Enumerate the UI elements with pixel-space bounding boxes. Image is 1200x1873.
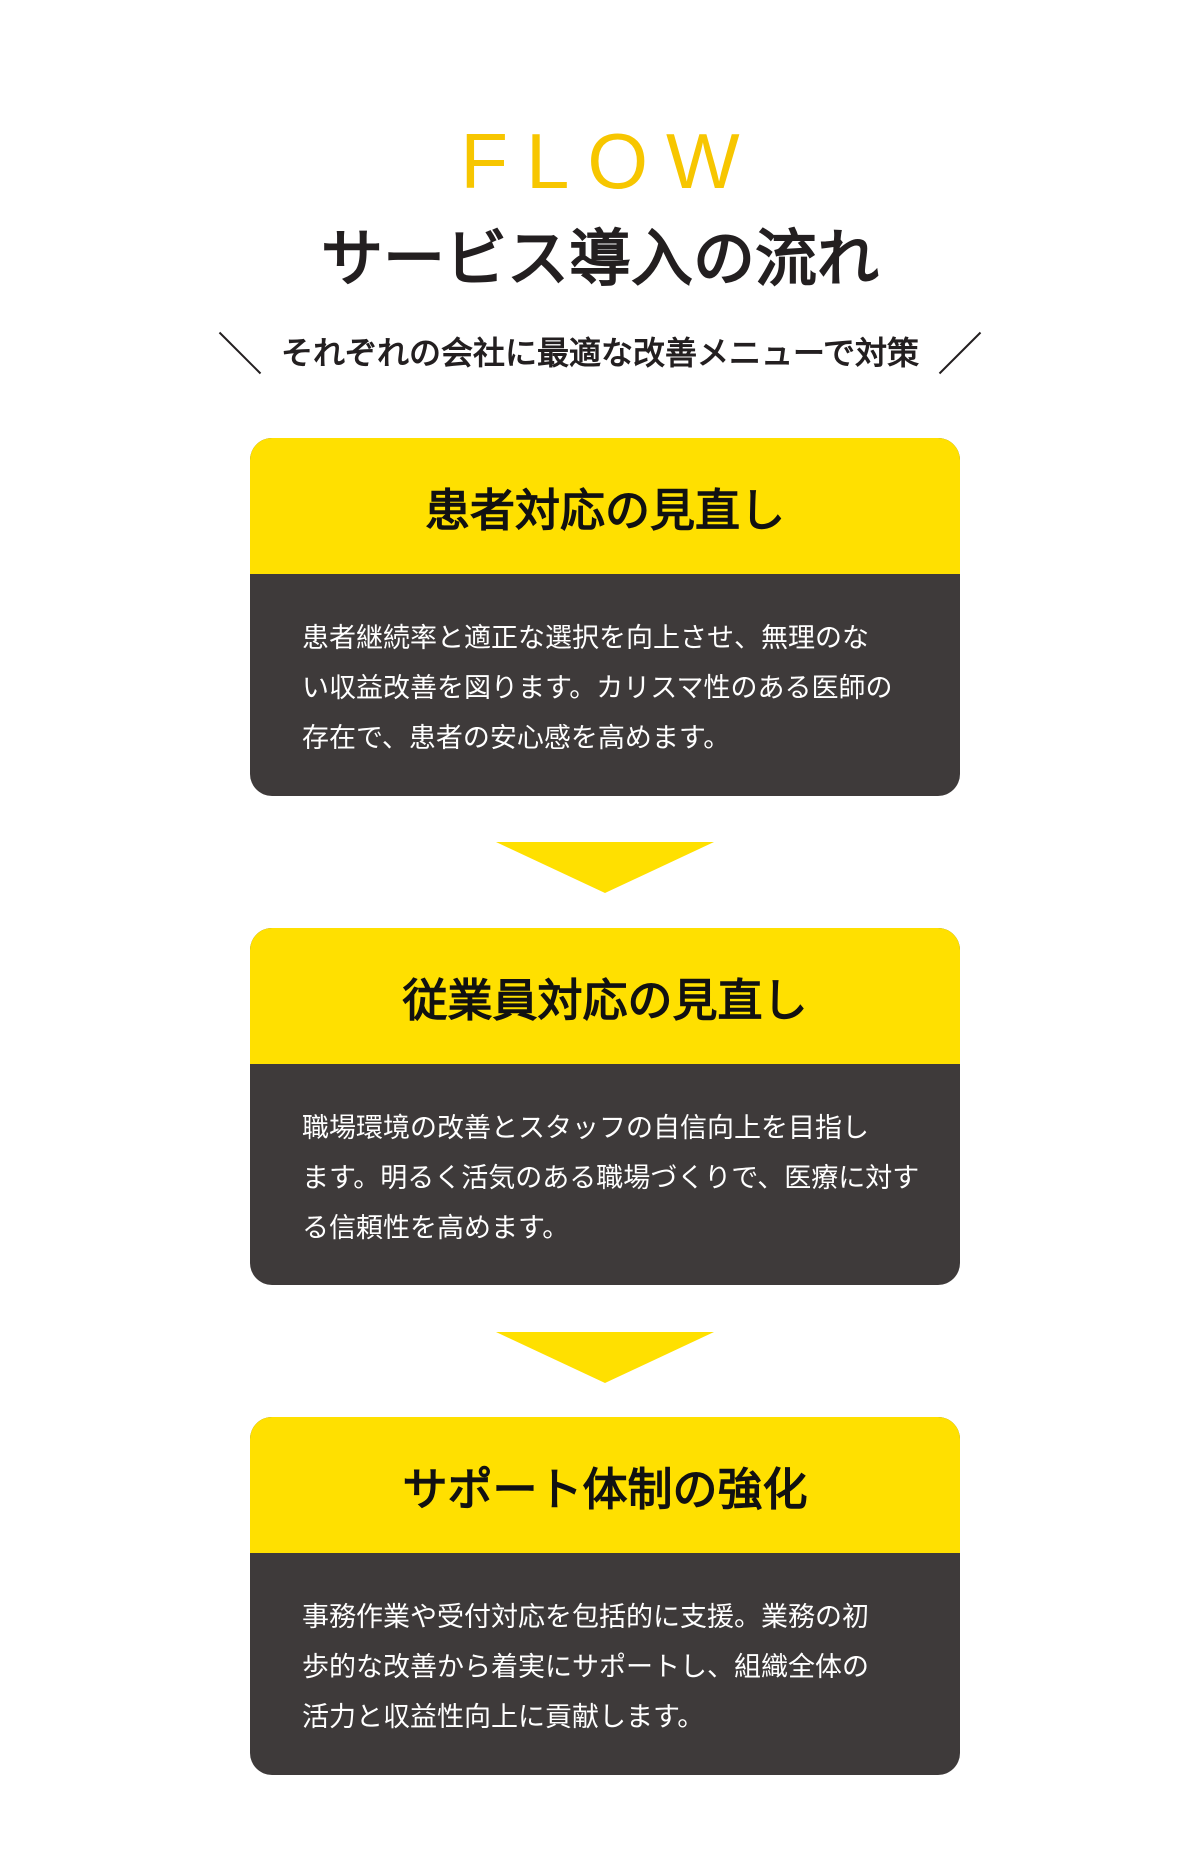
- step-title: 従業員対応の見直し: [250, 928, 960, 1064]
- backslash-decoration-icon: [217, 330, 263, 376]
- description-line: い収益改善を図ります。カリスマ性のある医師の: [302, 673, 893, 704]
- description-line: 存在で、患者の安心感を高めます。: [302, 723, 731, 754]
- step-description: 職場環境の改善とスタッフの自信向上を目指し ます。明るく活気のある職場づくりで、…: [250, 1064, 960, 1254]
- step-description: 患者継続率と適正な選択を向上させ、無理のな い収益改善を図ります。カリスマ性のあ…: [250, 574, 960, 764]
- step-card-1: 患者対応の見直し 患者継続率と適正な選択を向上させ、無理のな い収益改善を図りま…: [250, 438, 960, 796]
- description-line: る信頼性を高めます。: [302, 1213, 570, 1244]
- step-title: サポート体制の強化: [250, 1417, 960, 1553]
- step-card-3: サポート体制の強化 事務作業や受付対応を包括的に支援。業務の初 歩的な改善から着…: [250, 1417, 960, 1775]
- down-arrow-icon: [496, 1332, 714, 1383]
- description-line: 歩的な改善から着実にサポートし、組織全体の: [302, 1652, 869, 1683]
- description-line: ます。明るく活気のある職場づくりで、医療に対す: [302, 1163, 920, 1194]
- down-arrow-icon: [496, 842, 714, 893]
- page-title: サービス導入の流れ: [320, 222, 879, 295]
- description-line: 事務作業や受付対応を包括的に支援。業務の初: [302, 1602, 869, 1633]
- subtitle-row: それぞれの会社に最適な改善メニューで対策: [0, 328, 1200, 378]
- step-description: 事務作業や受付対応を包括的に支援。業務の初 歩的な改善から着実にサポートし、組織…: [250, 1553, 960, 1743]
- description-line: 活力と収益性向上に貢献します。: [302, 1702, 705, 1733]
- section-eyebrow: FLOW: [460, 117, 758, 205]
- step-title: 患者対応の見直し: [250, 438, 960, 574]
- slash-decoration-icon: [937, 330, 983, 376]
- description-line: 職場環境の改善とスタッフの自信向上を目指し: [302, 1113, 869, 1144]
- step-card-2: 従業員対応の見直し 職場環境の改善とスタッフの自信向上を目指し ます。明るく活気…: [250, 928, 960, 1285]
- description-line: 患者継続率と適正な選択を向上させ、無理のな: [302, 623, 869, 654]
- subtitle: それぞれの会社に最適な改善メニューで対策: [280, 334, 920, 372]
